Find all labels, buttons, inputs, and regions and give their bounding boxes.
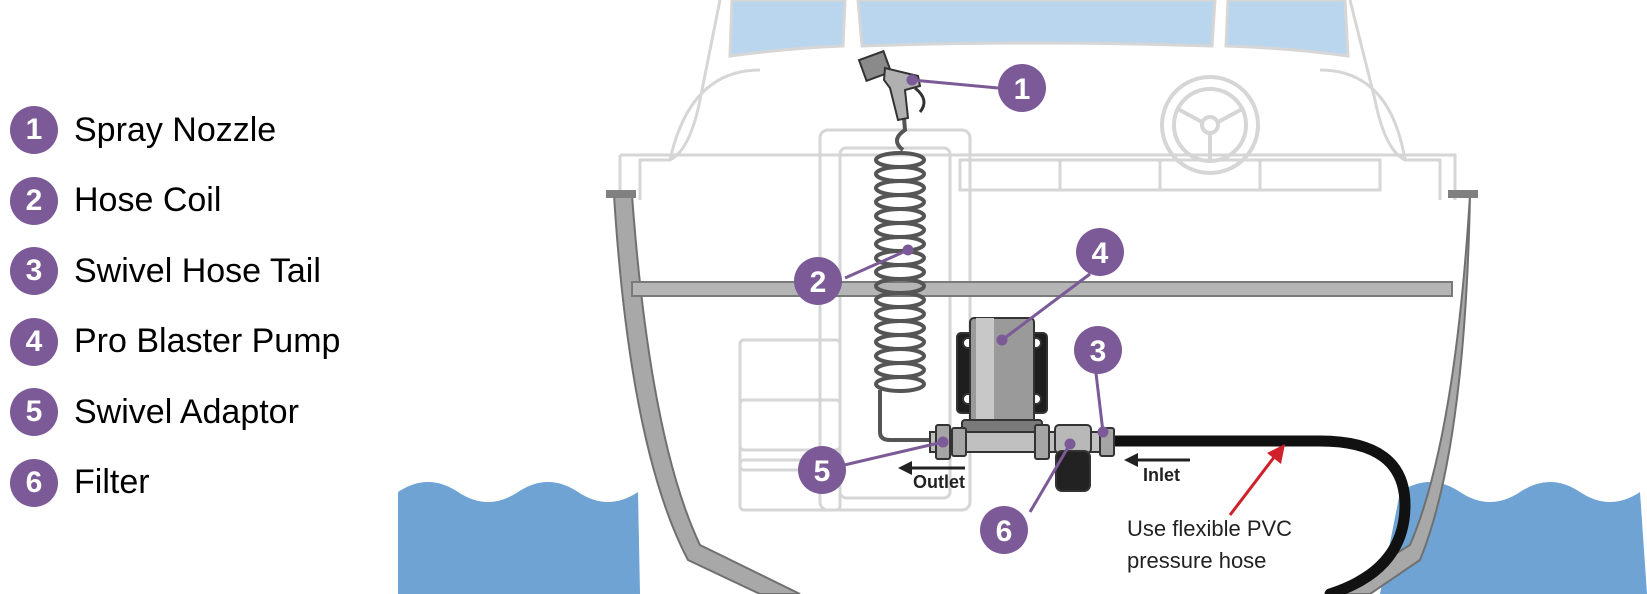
- pump-icon: [956, 317, 1048, 439]
- pvc-note-line-1: Use flexible PVC: [1127, 516, 1292, 541]
- hose-coil: [874, 104, 935, 442]
- callout-2: 2: [794, 257, 842, 305]
- legend-badge: 4: [10, 317, 58, 366]
- legend-badge: 6: [10, 458, 58, 507]
- legend-label: Pro Blaster Pump: [74, 322, 341, 361]
- pvc-hose: [1099, 435, 1411, 594]
- svg-text:1: 1: [1014, 73, 1031, 106]
- svg-text:5: 5: [814, 455, 831, 488]
- fittings: [929, 424, 1115, 492]
- legend-item-filter: 6 Filter: [10, 448, 390, 519]
- callout-4: 4: [1076, 228, 1124, 276]
- legend-badge: 3: [10, 247, 58, 296]
- svg-text:3: 3: [1090, 335, 1107, 368]
- inlet-arrow-icon: [1124, 453, 1190, 467]
- svg-text:2: 2: [810, 266, 827, 299]
- spray-nozzle-icon: [857, 49, 926, 122]
- legend-label: Filter: [74, 463, 150, 502]
- legend-item-spray-nozzle: 1 Spray Nozzle: [10, 95, 390, 166]
- pvc-hose-pointer-arrow-icon: [1228, 444, 1285, 516]
- windscreen: [728, 0, 1350, 58]
- inlet-label: Inlet: [1143, 465, 1180, 485]
- legend-label: Swivel Adaptor: [74, 392, 299, 431]
- svg-text:6: 6: [996, 515, 1013, 548]
- svg-text:4: 4: [1092, 237, 1109, 270]
- legend-item-swivel-adaptor: 5 Swivel Adaptor: [10, 377, 390, 448]
- outlet-arrow-icon: [898, 461, 965, 475]
- legend-item-swivel-hose-tail: 3 Swivel Hose Tail: [10, 236, 390, 307]
- legend-label: Hose Coil: [74, 181, 222, 220]
- steering-wheel-icon: [1160, 75, 1260, 175]
- callout-5: 5: [798, 446, 846, 494]
- callout-1: 1: [998, 64, 1046, 112]
- outlet-label: Outlet: [913, 472, 965, 492]
- pvc-note-line-2: pressure hose: [1127, 548, 1266, 573]
- leader-lines: [839, 74, 1109, 513]
- legend-label: Swivel Hose Tail: [74, 251, 321, 290]
- legend-badge: 2: [10, 176, 58, 225]
- legend-item-pump: 4 Pro Blaster Pump: [10, 307, 390, 378]
- legend: 1 Spray Nozzle 2 Hose Coil 3 Swivel Hose…: [10, 95, 390, 518]
- callout-3: 3: [1074, 326, 1122, 374]
- legend-badge: 5: [10, 388, 58, 437]
- legend-item-hose-coil: 2 Hose Coil: [10, 166, 390, 237]
- callout-6: 6: [980, 506, 1028, 554]
- legend-badge: 1: [10, 106, 58, 155]
- legend-label: Spray Nozzle: [74, 110, 277, 149]
